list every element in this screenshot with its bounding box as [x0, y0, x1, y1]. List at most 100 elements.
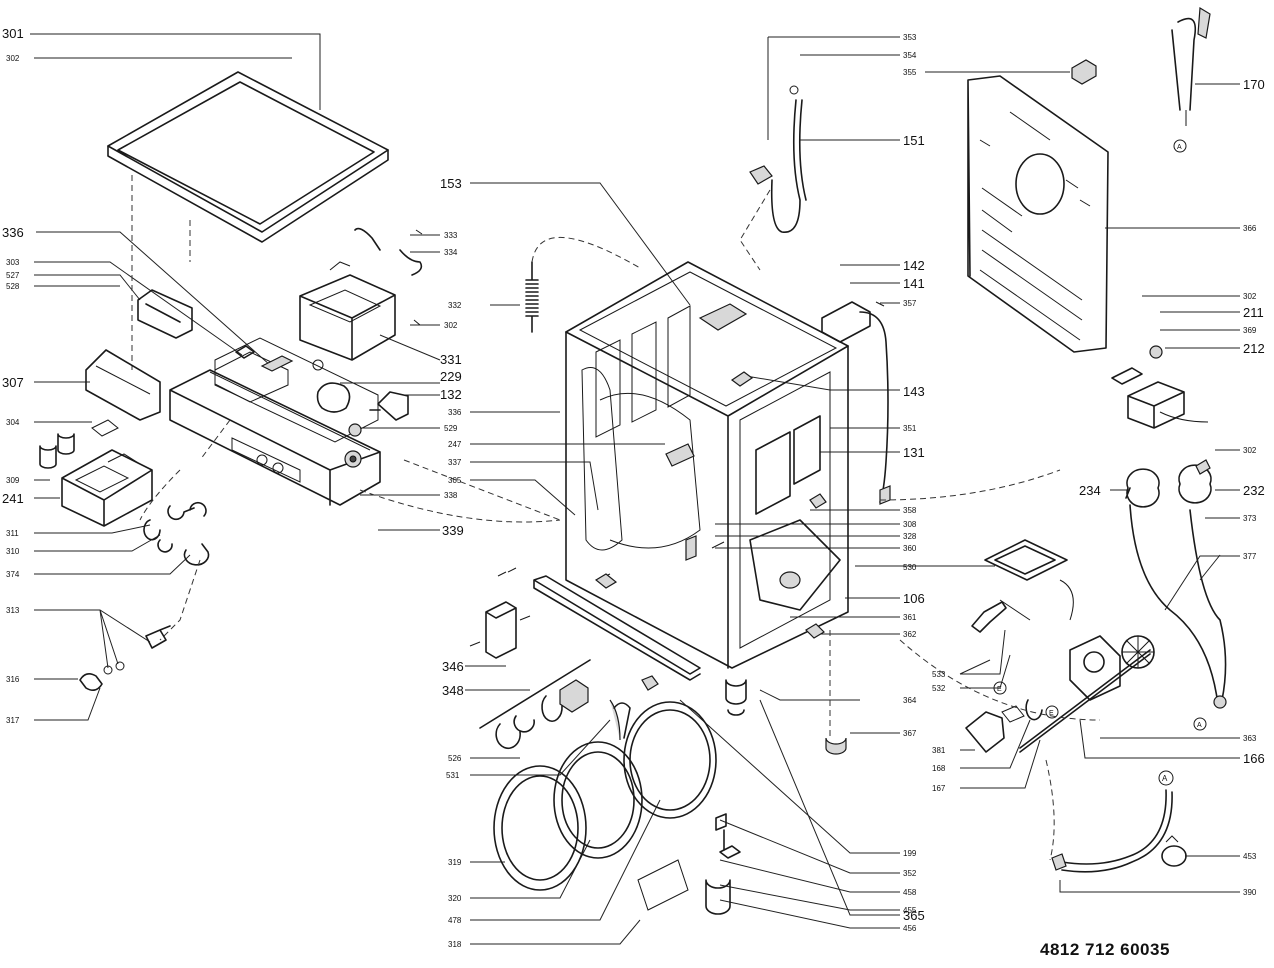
label-319: 319 — [448, 858, 462, 867]
label-338: 338 — [444, 491, 458, 500]
label-166: 166 — [1243, 751, 1265, 766]
marker-e-filter: E — [1049, 710, 1054, 717]
label-241: 241 — [2, 491, 24, 506]
badge-plate — [85, 349, 161, 421]
label-303: 303 — [6, 258, 20, 267]
label-320: 320 — [448, 894, 462, 903]
label-361: 361 — [903, 613, 917, 622]
label-353: 353 — [903, 33, 917, 42]
label-367: 367 — [903, 729, 917, 738]
label-143: 143 — [903, 384, 925, 399]
label-301: 301 — [2, 26, 24, 41]
label-304: 304 — [6, 418, 20, 427]
label-333: 333 — [444, 231, 458, 240]
label-455: 455 — [903, 906, 917, 915]
marker-e-pump: E — [997, 686, 1002, 693]
label-478: 478 — [448, 916, 462, 925]
label-458: 458 — [903, 888, 917, 897]
label-334: 334 — [444, 248, 458, 257]
label-336-cabinet: 336 — [448, 408, 462, 417]
label-351: 351 — [903, 424, 917, 433]
drain-pump — [1069, 635, 1121, 701]
label-211: 211 — [1243, 305, 1264, 320]
control-panel — [169, 369, 381, 506]
base-rail — [533, 575, 701, 681]
label-453: 453 — [1243, 852, 1257, 861]
label-232: 232 — [1243, 483, 1265, 498]
label-358: 358 — [903, 506, 917, 515]
label-310: 310 — [6, 547, 20, 556]
label-374: 374 — [6, 570, 20, 579]
inlet-valve — [821, 301, 871, 343]
label-168: 168 — [932, 764, 946, 773]
label-234: 234 — [1079, 483, 1101, 498]
label-141: 141 — [903, 276, 925, 291]
label-317: 317 — [6, 716, 20, 725]
label-381: 381 — [932, 746, 946, 755]
label-132: 132 — [440, 387, 462, 402]
label-456: 456 — [903, 924, 917, 933]
label-377: 377 — [1243, 552, 1257, 561]
label-302-switch: 302 — [1243, 446, 1257, 455]
label-366: 366 — [1243, 224, 1257, 233]
door-hinge — [485, 601, 517, 659]
label-307: 307 — [2, 375, 24, 390]
label-363: 363 — [1243, 734, 1257, 743]
label-339: 339 — [442, 523, 464, 538]
parts-illustration — [39, 6, 1227, 915]
label-212: 212 — [1243, 341, 1265, 356]
label-331: 331 — [440, 352, 462, 367]
pressure-tube — [1129, 504, 1219, 706]
heater-relay — [1127, 381, 1185, 429]
label-337: 337 — [448, 458, 462, 467]
marker-a-hose: A — [1162, 774, 1168, 783]
label-354: 354 — [903, 51, 917, 60]
label-309: 309 — [6, 476, 20, 485]
label-318: 318 — [448, 940, 462, 949]
label-369: 369 — [1243, 326, 1257, 335]
label-167: 167 — [932, 784, 946, 793]
label-106: 106 — [903, 591, 925, 606]
label-316: 316 — [6, 675, 20, 684]
drain-hose-170 — [1171, 17, 1197, 111]
label-346: 346 — [442, 659, 464, 674]
catalog-number: 4812 712 60035 — [1040, 940, 1170, 959]
label-153: 153 — [440, 176, 462, 191]
label-390: 390 — [1243, 888, 1257, 897]
label-362: 362 — [903, 630, 917, 639]
door-outer-ring — [493, 765, 587, 891]
reference-markers: A A E E A — [993, 139, 1207, 786]
back-panel — [967, 75, 1109, 353]
label-247: 247 — [448, 440, 462, 449]
label-311: 311 — [6, 529, 19, 538]
label-229: 229 — [440, 369, 462, 384]
label-142: 142 — [903, 258, 925, 273]
label-355: 355 — [903, 68, 917, 77]
label-199: 199 — [903, 849, 917, 858]
leader-lines — [30, 33, 1240, 945]
label-531: 531 — [446, 771, 460, 780]
label-170: 170 — [1243, 77, 1265, 92]
label-365: 365 — [903, 908, 925, 923]
label-131: 131 — [903, 445, 925, 460]
label-313: 313 — [6, 606, 20, 615]
dispenser-housing — [299, 274, 396, 361]
label-352: 352 — [903, 869, 917, 878]
inlet-hose — [770, 99, 801, 233]
marker-a-top: A — [1177, 144, 1182, 151]
label-373: 373 — [1243, 514, 1257, 523]
label-529: 529 — [444, 424, 458, 433]
label-328: 328 — [903, 532, 917, 541]
detergent-drawer — [61, 449, 153, 527]
label-527: 527 — [6, 271, 20, 280]
label-348: 348 — [442, 683, 464, 698]
label-364: 364 — [903, 696, 917, 705]
door-glass — [623, 701, 717, 819]
label-305: 305 — [448, 476, 462, 485]
part-labels: 301 302 336 303 527 528 307 304 309 241 … — [2, 26, 1265, 949]
cabinet-frame — [565, 261, 849, 669]
top-lid — [107, 71, 389, 233]
label-528: 528 — [6, 282, 20, 291]
label-360: 360 — [903, 544, 917, 553]
